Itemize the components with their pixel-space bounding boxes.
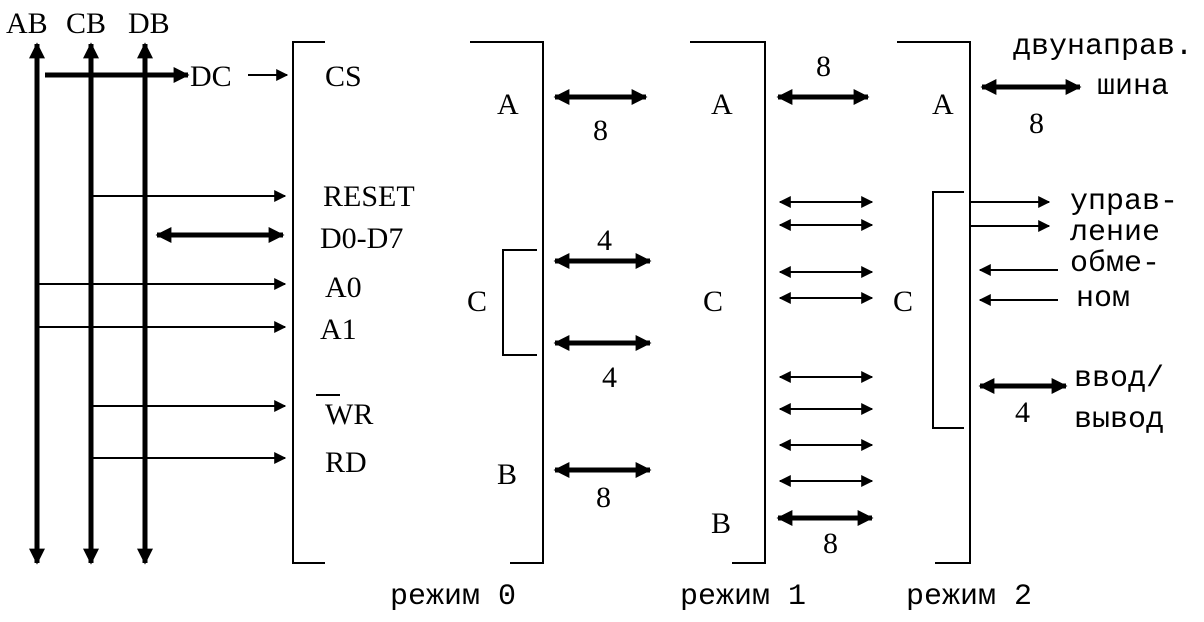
mode0-port-c-label: C [467, 285, 487, 318]
mode0-port-c-upper-width: 4 [597, 224, 612, 257]
mode1-port-c-lines [778, 196, 874, 487]
mode0-port-c-lower-width: 4 [602, 361, 617, 394]
mode1-block: A C B 8 8 режим 1 [680, 41, 874, 614]
mode2-block: A C 8 двунаправ. шина управ- ление обме-… [893, 30, 1193, 614]
mode2-control-label-line4: ном [1076, 282, 1130, 316]
mode2-bidir-label-line1: двунаправ. [1013, 30, 1193, 64]
control-bus-label: CB [66, 7, 106, 40]
mode0-port-c-bracket [502, 249, 537, 356]
mode1-port-b-label: B [711, 507, 731, 540]
mode0-port-b-width: 8 [596, 481, 611, 514]
mode0-port-a-label: A [497, 88, 519, 121]
chip-interface-box [292, 41, 325, 564]
wr-pin-label: WR [325, 398, 373, 431]
mode2-io-label-line2: вывод [1074, 403, 1164, 437]
mode2-port-a-width: 8 [1029, 107, 1044, 140]
mode2-port-a-label: A [932, 88, 954, 121]
mode1-port-a-label: A [711, 88, 733, 121]
mode2-port-c-label: C [893, 285, 913, 318]
signal-lines [37, 190, 287, 464]
a0-pin-label: A0 [325, 271, 362, 304]
mode2-bidir-label-line2: шина [1097, 70, 1169, 104]
mode1-port-b-width: 8 [823, 527, 838, 560]
system-buses [29, 42, 153, 565]
mode1-port-a-width: 8 [816, 50, 831, 83]
mode2-box [897, 41, 971, 564]
mode2-io-width: 4 [1015, 396, 1030, 429]
mode2-control-lines [970, 196, 1058, 306]
mode1-box [690, 41, 766, 564]
data-pin-label: D0-D7 [320, 222, 403, 255]
mode0-block: A C B 8 4 4 8 режим 0 [390, 41, 652, 614]
mode2-control-label-line2: ление [1070, 216, 1160, 250]
mode0-box [470, 41, 544, 564]
mode2-port-c-bracket [932, 191, 964, 429]
mode1-caption: режим 1 [680, 580, 806, 614]
reset-pin-label: RESET [323, 180, 415, 213]
address-bus-label: AB [6, 7, 48, 40]
mode0-caption: режим 0 [390, 580, 516, 614]
mode2-control-label-line1: управ- [1070, 185, 1178, 219]
cs-pin-label: CS [325, 60, 362, 93]
mode1-port-c-label: C [703, 285, 723, 318]
mode2-control-label-line3: обме- [1070, 247, 1160, 281]
data-bus-label: DB [128, 7, 170, 40]
a1-pin-label: A1 [320, 313, 357, 346]
decoder-label: DC [190, 60, 232, 93]
mode2-caption: режим 2 [906, 580, 1032, 614]
mode2-io-label-line1: ввод/ [1074, 362, 1164, 396]
mode0-port-b-label: B [497, 458, 517, 491]
rd-pin-label: RD [325, 446, 367, 479]
mode0-port-a-width: 8 [593, 114, 608, 147]
